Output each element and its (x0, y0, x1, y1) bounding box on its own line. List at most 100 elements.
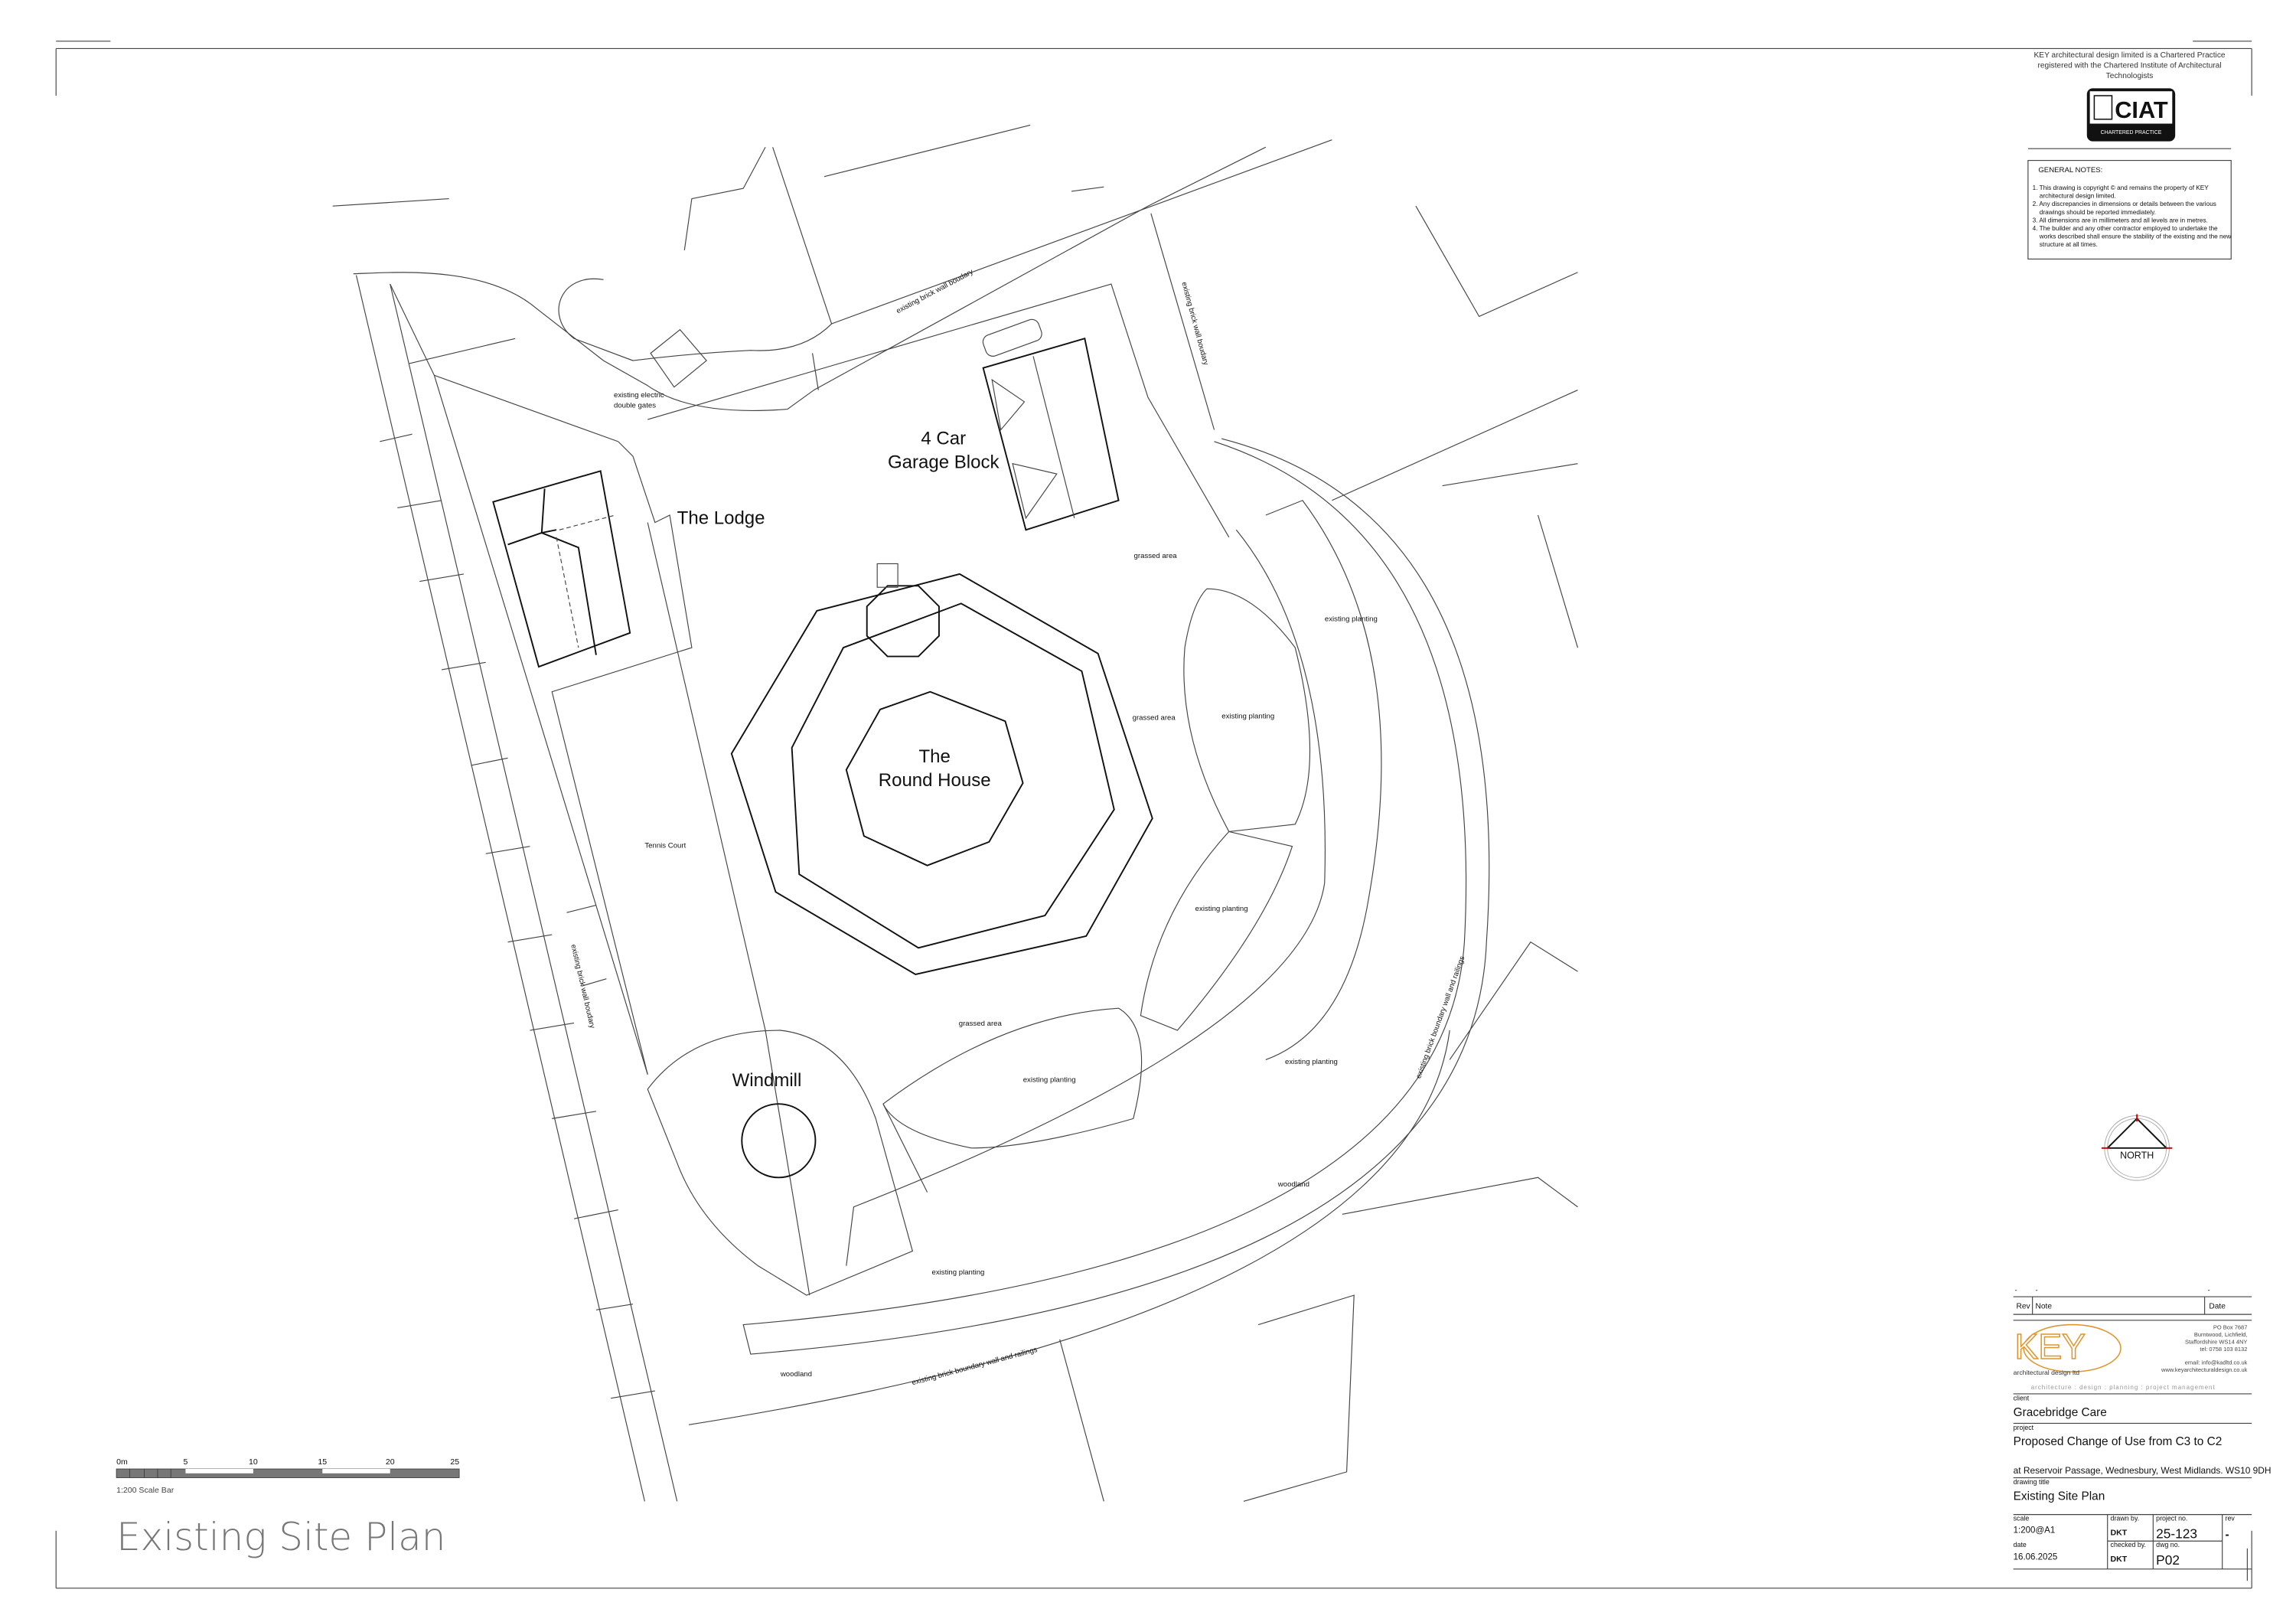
practice-statement: KEY architectural design limited is a Ch… (2034, 51, 2226, 80)
svg-text:2. Any discrepancies in dimens: 2. Any discrepancies in dimensions or de… (2033, 201, 2216, 207)
svg-text:tel: 0758 103 8132: tel: 0758 103 8132 (2200, 1346, 2247, 1353)
svg-text:www.keyarchitecturaldesign.co.: www.keyarchitecturaldesign.co.uk (2161, 1366, 2248, 1373)
svg-text:architecture : design : planni: architecture : design : planning : proje… (2031, 1384, 2216, 1391)
revision-rev: - (2015, 1286, 2017, 1294)
client-name: Gracebridge Care (2014, 1406, 2107, 1419)
label-boundary-railings-bottom: existing brick boundary wall and railing… (911, 1346, 1039, 1387)
garage-block (982, 318, 1120, 531)
label-garage-line1: 4 Car (921, 429, 966, 449)
label-brick-wall-left: existing brick wall boudary (569, 944, 596, 1030)
revision-note: - (2035, 1286, 2037, 1294)
svg-text:architectural design limited.: architectural design limited. (2033, 193, 2116, 200)
label-woodland: woodland (1277, 1180, 1309, 1189)
label-gates-line2: double gates (614, 402, 656, 410)
label-round-house-line2: Round House (879, 770, 991, 791)
svg-text:Rev: Rev (2016, 1302, 2030, 1310)
svg-text:works described shall ensure t: works described shall ensure the stabili… (2033, 233, 2232, 240)
svg-text:CHARTERED PRACTICE: CHARTERED PRACTICE (2101, 130, 2162, 135)
scale-tick: 0m (116, 1457, 128, 1467)
scale-tick: 20 (386, 1457, 395, 1467)
svg-text:date: date (2014, 1541, 2027, 1549)
car-icon (982, 318, 1042, 357)
svg-text:PO Box 7687: PO Box 7687 (2213, 1323, 2248, 1330)
label-existing-planting: existing planting (1325, 615, 1378, 623)
label-grassed-area: grassed area (959, 1020, 1003, 1028)
svg-text:Date: Date (2209, 1302, 2226, 1310)
label-brick-wall-right: existing brick wall boudary (1179, 281, 1210, 366)
svg-text:3. All dimensions are in milli: 3. All dimensions are in millimeters and… (2033, 217, 2208, 224)
label-existing-planting: existing planting (1285, 1058, 1338, 1066)
svg-text:dwg no.: dwg no. (2156, 1541, 2180, 1549)
svg-text:1. This drawing is copyright ©: 1. This drawing is copyright © and remai… (2033, 184, 2210, 191)
site-address: at Reservoir Passage, Wednesbury, West M… (2014, 1465, 2272, 1476)
scale-caption: 1:200 Scale Bar (116, 1486, 174, 1495)
label-boundary-railings-right: existing brick boundary wall and railing… (1414, 955, 1466, 1079)
svg-text:structure at all times.: structure at all times. (2033, 241, 2098, 248)
svg-text:DKT: DKT (2111, 1529, 2128, 1538)
svg-text:drawing title: drawing title (2014, 1478, 2050, 1486)
label-existing-planting: existing planting (1023, 1075, 1076, 1084)
svg-text:25-123: 25-123 (2156, 1526, 2197, 1541)
sheet-frame (55, 41, 2252, 1589)
label-grassed-area: grassed area (1134, 552, 1178, 560)
scale-tick: 15 (318, 1457, 327, 1467)
plan-labels: The Lodge 4 Car Garage Block The Round H… (569, 268, 1466, 1388)
label-garage-line2: Garage Block (888, 452, 1000, 472)
label-grassed-area: grassed area (1133, 713, 1176, 722)
label-windmill: Windmill (732, 1070, 802, 1091)
svg-text:architectural design ltd: architectural design ltd (2014, 1369, 2080, 1376)
svg-text:scale: scale (2014, 1514, 2030, 1522)
svg-text:CIAT: CIAT (2115, 96, 2168, 123)
svg-text:Technologists: Technologists (2106, 72, 2154, 80)
svg-text:rev: rev (2226, 1514, 2236, 1522)
svg-text:-: - (2226, 1528, 2229, 1541)
title-block: - - - Rev Note Date KEY architectural de… (2014, 1286, 2272, 1581)
svg-text:email: info@kadltd.co.uk: email: info@kadltd.co.uk (2185, 1359, 2248, 1366)
svg-text:DKT: DKT (2111, 1555, 2128, 1564)
label-tennis-court: Tennis Court (644, 842, 686, 850)
svg-text:4. The builder and any other c: 4. The builder and any other contractor … (2033, 225, 2218, 232)
label-round-house-line1: The (918, 746, 950, 767)
svg-text:16.06.2025: 16.06.2025 (2014, 1552, 2058, 1562)
drawing-title: Existing Site Plan (2014, 1490, 2105, 1503)
svg-text:KEY architectural design limit: KEY architectural design limited is a Ch… (2034, 51, 2226, 60)
scale-tick: 5 (184, 1457, 188, 1467)
round-house-building (730, 563, 1153, 975)
svg-text:Note: Note (2035, 1302, 2052, 1310)
svg-text:NORTH: NORTH (2120, 1150, 2154, 1160)
neighbour-plot-lines (380, 433, 655, 1399)
svg-text:Burntwood, Lichfield,: Burntwood, Lichfield, (2194, 1331, 2247, 1338)
project-name: Proposed Change of Use from C3 to C2 (2014, 1435, 2223, 1448)
svg-text:P02: P02 (2156, 1552, 2180, 1568)
general-notes: GENERAL NOTES: 1. This drawing is copyri… (2027, 160, 2232, 260)
scale-tick: 25 (450, 1457, 459, 1467)
svg-text:registered with the Chartered: registered with the Chartered Institute … (2038, 61, 2222, 70)
scale-bar: 0m 5 10 15 20 25 1:200 Scale Bar (116, 1457, 460, 1495)
label-lodge: The Lodge (677, 508, 765, 529)
svg-text:drawn by.: drawn by. (2111, 1514, 2140, 1522)
svg-text:Staffordshire WS14 4NY: Staffordshire WS14 4NY (2185, 1339, 2247, 1346)
svg-text:1:200@A1: 1:200@A1 (2014, 1526, 2056, 1536)
ciat-logo: CIAT CHARTERED PRACTICE (2086, 88, 2176, 142)
svg-text:checked by.: checked by. (2111, 1541, 2146, 1549)
revision-date: - (2207, 1286, 2210, 1294)
north-arrow: NORTH (2102, 1114, 2173, 1181)
svg-text:KEY: KEY (2015, 1327, 2086, 1366)
drawing-title-large: Existing Site Plan (116, 1515, 445, 1559)
label-existing-planting: existing planting (931, 1268, 984, 1277)
svg-text:drawings should be reported im: drawings should be reported immediately. (2033, 209, 2156, 216)
windmill-structure (741, 1103, 817, 1179)
label-existing-planting: existing planting (1195, 905, 1248, 913)
label-existing-planting: existing planting (1221, 712, 1274, 720)
scale-tick: 10 (249, 1457, 258, 1467)
label-woodland: woodland (780, 1370, 812, 1379)
svg-text:client: client (2014, 1395, 2030, 1402)
lodge-building (492, 470, 631, 668)
svg-text:project no.: project no. (2156, 1514, 2187, 1522)
label-gates-line1: existing electric (614, 391, 664, 400)
key-company-logo: KEY architectural design ltd (2014, 1323, 2122, 1376)
svg-text:GENERAL NOTES:: GENERAL NOTES: (2038, 166, 2102, 175)
svg-text:project: project (2014, 1424, 2034, 1431)
site-plan (332, 124, 1579, 1502)
